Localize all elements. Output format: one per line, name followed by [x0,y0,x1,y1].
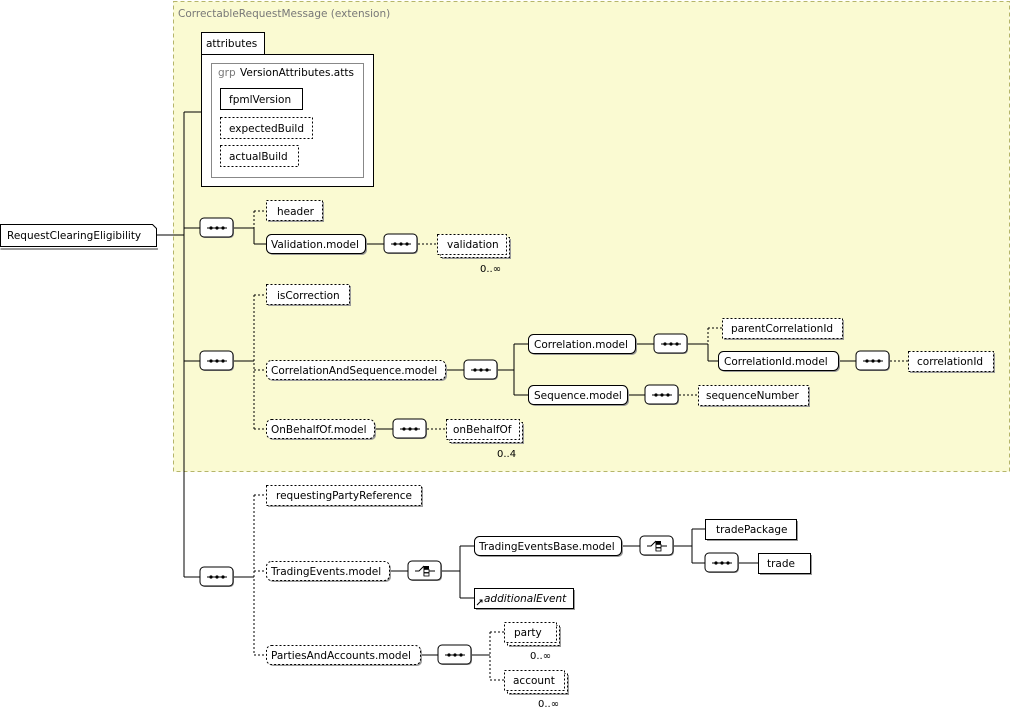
parties-and-accounts-sequence-compositor[interactable] [437,644,472,665]
header-label: header [277,206,315,218]
requesting-party-reference-label: requestingPartyReference [276,490,412,502]
correlation-id-model-label: CorrelationId.model [724,356,828,368]
root-element-label: RequestClearingEligibility [7,230,141,242]
trade-element[interactable] [758,553,811,574]
additional-event-label: additionalEvent [484,593,567,605]
attributes-tab-label: attributes [206,38,257,50]
correlation-model-label: Correlation.model [534,339,628,351]
validation-label: validation [447,239,499,251]
on-behalf-of-label: onBehalfOf [453,424,512,436]
account-label: account [513,675,555,687]
validation-element[interactable] [437,234,507,255]
sequence-number-sequence-compositor[interactable] [644,384,679,405]
expected-build-label: expectedBuild [229,123,304,135]
party-label: party [514,627,542,639]
correlation-sequence-compositor[interactable] [653,333,688,354]
trading-events-model-group[interactable] [266,561,390,581]
parent-correlation-id-element[interactable] [722,318,843,339]
requesting-party-reference-element[interactable] [266,485,422,506]
sequence-compositor-2[interactable] [199,350,234,371]
trade-package-element[interactable] [705,519,797,540]
on-behalf-of-sequence-compositor[interactable] [392,418,427,439]
sequence-compositor-3[interactable] [199,566,234,587]
on-behalf-of-model-group[interactable] [266,419,375,439]
correlation-model-group[interactable] [528,334,636,354]
sequence-model-group[interactable] [528,385,628,405]
account-cardinality: 0..∞ [538,699,559,709]
additional-event-element[interactable] [474,588,574,609]
correlation-and-sequence-model-label: CorrelationAndSequence.model [271,365,437,377]
trading-events-base-model-group[interactable] [474,536,622,556]
account-element[interactable] [504,670,565,691]
parties-and-accounts-model-label: PartiesAndAccounts.model [271,650,411,662]
on-behalf-of-cardinality: 0..4 [497,449,516,460]
on-behalf-of-model-label: OnBehalfOf.model [271,424,367,436]
sequence-compositor-1[interactable] [199,217,234,238]
fpml-version-label: fpmlVersion [229,94,291,106]
correlation-id-sequence-compositor[interactable] [855,350,890,371]
party-element[interactable] [504,622,557,643]
header-element[interactable] [266,200,323,221]
root-element[interactable] [0,224,157,247]
parent-correlation-id-label: parentCorrelationId [731,323,833,335]
correlation-id-model-group[interactable] [718,351,839,371]
validation-sequence-compositor[interactable] [383,233,418,254]
actual-build-attr[interactable] [220,145,299,167]
actual-build-label: actualBuild [229,151,288,163]
trading-events-base-model-label: TradingEventsBase.model [478,541,615,553]
validation-model-group[interactable] [266,234,366,254]
trade-sequence-compositor[interactable] [704,552,739,573]
correlation-id-label: correlationId [917,356,983,368]
is-correction-element[interactable] [266,284,350,305]
trading-events-base-choice-compositor[interactable] [639,535,674,556]
trading-events-model-label: TradingEvents.model [270,566,381,578]
corr-seq-sequence-compositor[interactable] [463,359,498,380]
group-name: VersionAttributes.atts [240,67,354,79]
fpml-version-attr[interactable] [220,88,303,110]
connector-lines [157,111,908,681]
reference-arrow-icon [476,599,483,606]
extension-label: CorrectableRequestMessage (extension) [178,8,390,20]
trading-events-choice-compositor[interactable] [407,560,442,581]
validation-model-label: Validation.model [271,239,359,251]
trade-package-label: tradePackage [716,524,788,536]
parties-and-accounts-model-group[interactable] [266,645,421,665]
is-correction-label: isCorrection [277,290,340,302]
correlation-id-element[interactable] [908,351,994,372]
sequence-number-label: sequenceNumber [706,390,799,402]
party-cardinality: 0..∞ [530,651,551,662]
validation-cardinality: 0..∞ [480,264,501,275]
group-prefix: grp [218,67,236,79]
expected-build-attr[interactable] [220,117,313,139]
correlation-and-sequence-model-group[interactable] [266,360,446,380]
on-behalf-of-element[interactable] [446,419,520,440]
sequence-number-element[interactable] [698,385,809,406]
trade-label: trade [767,558,795,570]
sequence-model-label: Sequence.model [534,390,622,402]
